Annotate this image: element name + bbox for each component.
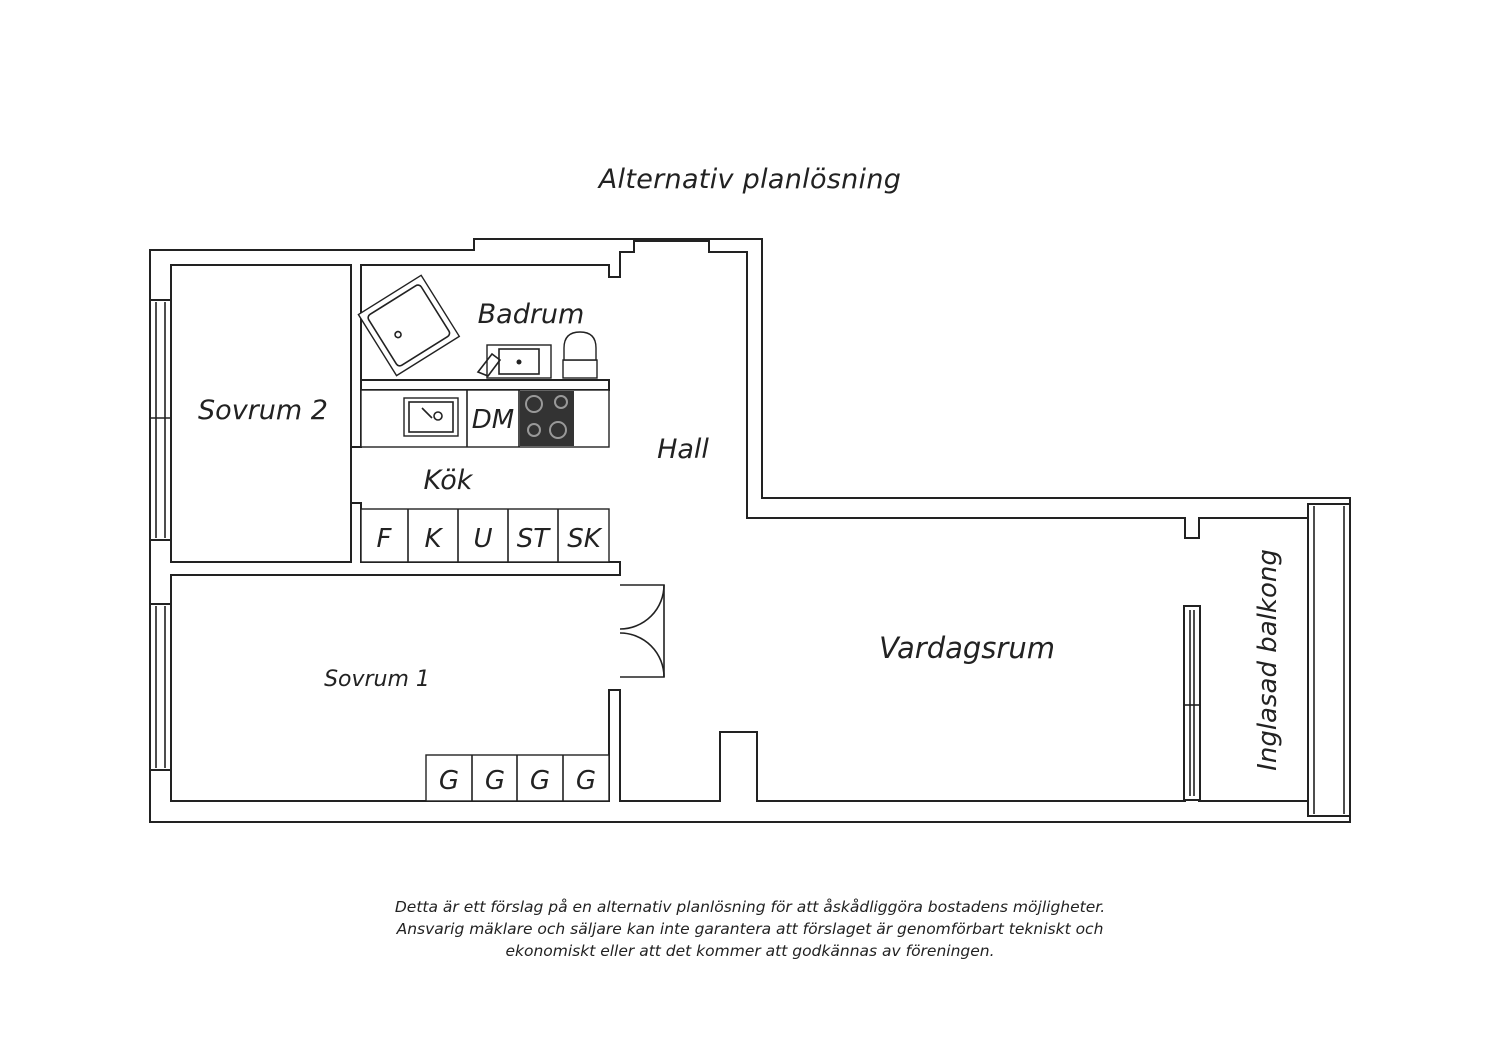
room-label-bedroom2: Sovrum 2 <box>198 395 328 426</box>
wardrobes <box>425 754 610 802</box>
wardrobe-label: G <box>485 766 505 796</box>
window-balcony <box>1307 503 1351 817</box>
room-label-balcony: Inglasad balkong <box>1253 549 1283 771</box>
disclaimer-line: Ansvarig mäklare och säljare kan inte ga… <box>396 920 1104 938</box>
kitchen-unit-label: F <box>377 524 393 554</box>
bath-kitchen-wall <box>360 379 610 391</box>
window-left-top <box>149 299 172 541</box>
wardrobe-label: G <box>576 766 596 796</box>
dishwasher-label: DM <box>472 405 514 435</box>
window-left-bottom <box>149 603 172 771</box>
kitchen-unit-label: ST <box>517 524 552 554</box>
disclaimer: Detta är ett förslag på en alternativ pl… <box>300 896 1200 962</box>
sink-bathroom <box>476 344 552 379</box>
kitchen-unit-label: U <box>473 524 492 554</box>
toilet <box>562 331 598 379</box>
window-living-balcony <box>1183 605 1201 801</box>
stove <box>520 391 574 446</box>
room-label-kitchen: Kök <box>424 465 474 496</box>
disclaimer-line: Detta är ett förslag på en alternativ pl… <box>394 898 1106 916</box>
kitchen-sink <box>403 397 459 437</box>
double-door[interactable] <box>619 584 665 678</box>
kitchen-unit-label: SK <box>567 524 603 554</box>
plan-title: Alternativ planlösning <box>598 164 902 195</box>
bathtub <box>357 274 461 377</box>
room-label-living: Vardagsrum <box>879 631 1055 665</box>
wardrobe-label: G <box>530 766 550 796</box>
room-label-bathroom: Badrum <box>478 299 585 330</box>
room-label-hall: Hall <box>657 434 709 465</box>
wardrobe-label: G <box>439 766 459 796</box>
kitchen-unit-label: K <box>424 524 443 554</box>
room-label-bedroom1: Sovrum 1 <box>324 667 430 692</box>
kitchen-counter-bottom <box>360 508 610 563</box>
disclaimer-line: ekonomiskt eller att det kommer att godk… <box>505 942 995 960</box>
outer-wall <box>149 238 1351 823</box>
